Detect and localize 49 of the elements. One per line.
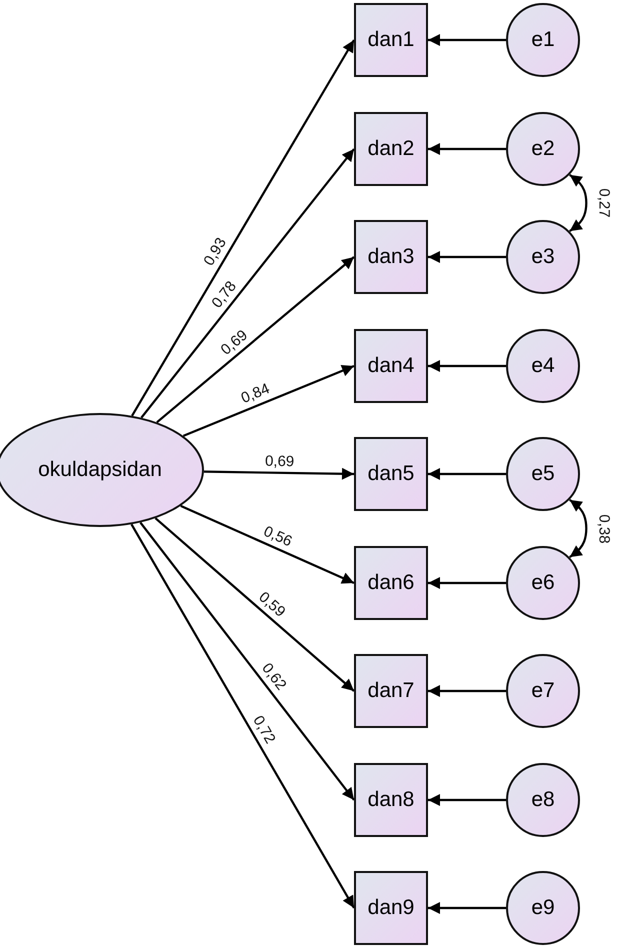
edge-label: 0,69 xyxy=(264,454,295,470)
arrow xyxy=(180,504,354,584)
variable-label: dan3 xyxy=(368,245,414,269)
arrow xyxy=(428,360,506,372)
error-label: e4 xyxy=(531,354,555,378)
arrow xyxy=(428,902,506,914)
arrow xyxy=(154,517,355,692)
error-label: e2 xyxy=(531,137,555,161)
variable-label: dan7 xyxy=(368,679,414,703)
covariance-arrow xyxy=(569,174,588,232)
covariance-arrow xyxy=(569,499,588,558)
error-label: e3 xyxy=(531,245,555,269)
arrow xyxy=(140,522,355,801)
arrow xyxy=(156,256,355,424)
observed-variable-box xyxy=(354,437,428,511)
variable-label: dan5 xyxy=(368,462,414,486)
latent-variable-label: okuldapsidan xyxy=(38,458,162,482)
arrow xyxy=(428,468,506,480)
arrow xyxy=(428,251,506,263)
arrow xyxy=(428,577,506,589)
arrow xyxy=(140,148,355,418)
error-label: e6 xyxy=(531,571,555,595)
observed-variable-box xyxy=(354,546,428,620)
arrow xyxy=(428,143,506,155)
variable-label: dan6 xyxy=(368,571,414,595)
observed-variable-box xyxy=(354,3,428,77)
arrow xyxy=(428,794,506,806)
arrow xyxy=(428,685,506,697)
variable-label: dan9 xyxy=(368,896,414,920)
variable-label: dan2 xyxy=(368,137,414,161)
arrow xyxy=(182,364,354,437)
observed-variable-box xyxy=(354,654,428,728)
variable-label: dan1 xyxy=(368,28,414,52)
arrow xyxy=(428,34,506,46)
error-label: e5 xyxy=(531,462,555,486)
error-label: e9 xyxy=(531,896,555,920)
edge-label: 0,27 xyxy=(595,187,612,219)
variable-label: dan4 xyxy=(368,354,414,378)
error-label: e8 xyxy=(531,788,555,812)
error-label: e1 xyxy=(531,28,555,52)
arrow xyxy=(204,468,354,480)
observed-variable-box xyxy=(354,220,428,294)
observed-variable-box xyxy=(354,871,428,945)
variable-label: dan8 xyxy=(368,788,414,812)
observed-variable-box xyxy=(354,329,428,403)
observed-variable-box xyxy=(354,112,428,186)
edge-label: 0,38 xyxy=(595,512,612,544)
error-label: e7 xyxy=(531,679,555,703)
observed-variable-box xyxy=(354,763,428,837)
